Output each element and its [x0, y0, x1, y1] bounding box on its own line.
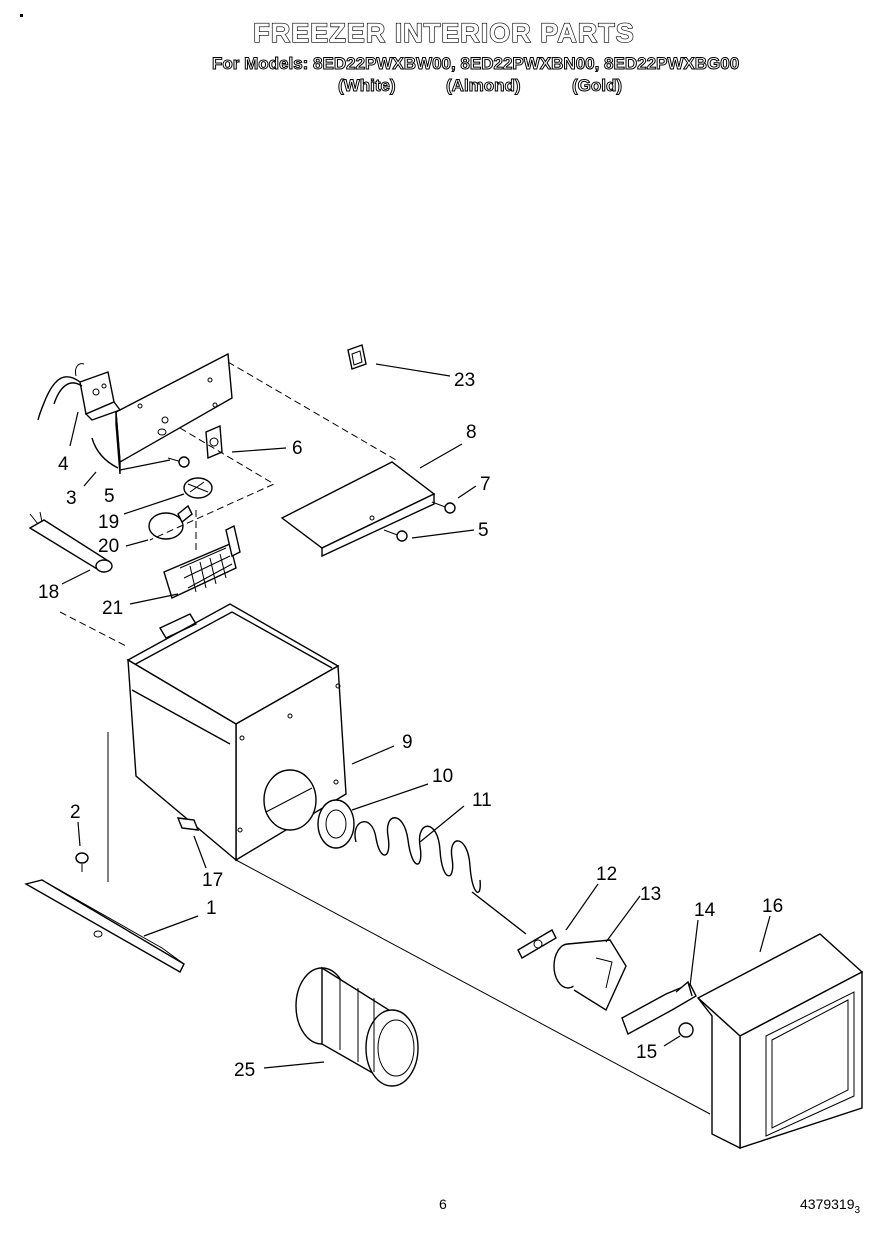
page-title: FREEZER INTERIOR PARTS [253, 17, 635, 48]
part-19-lamp-socket [183, 477, 213, 499]
part-25-drum [295, 966, 419, 1087]
callout-19: 19 [98, 512, 119, 533]
page-number: 6 [439, 1196, 447, 1212]
callout-16: 16 [762, 896, 783, 917]
part-18-sensor [28, 511, 113, 573]
leader-lines [61, 363, 771, 1069]
screw-7 [431, 501, 456, 514]
callout-4: 4 [58, 454, 69, 475]
callout-9: 9 [402, 732, 413, 753]
callout-18: 18 [38, 582, 59, 603]
part-8-cover [280, 461, 436, 558]
color-gold: (Gold) [571, 76, 623, 96]
screw-5-left [167, 456, 190, 468]
callout-11: 11 [472, 790, 492, 811]
part-13-crusher [553, 939, 627, 1012]
part-10-auger-bearing [317, 799, 355, 849]
callout-8: 8 [466, 422, 477, 443]
callout-1: 1 [206, 898, 217, 919]
callout-labels: 23 8 6 7 5 4 3 5 19 20 18 21 9 10 11 2 1… [38, 370, 783, 1081]
callout-3: 3 [66, 488, 77, 509]
screw-2 [75, 852, 89, 872]
part-20-light-bulb [148, 504, 193, 540]
part-11-auger [354, 817, 527, 935]
part-1-rail [24, 879, 185, 973]
callout-15: 15 [636, 1042, 657, 1063]
part-number-main: 4379319 [800, 1196, 855, 1212]
part-16-front-cover [696, 933, 864, 1150]
color-almond: (Almond) [446, 76, 522, 96]
callout-5-right: 5 [478, 520, 489, 541]
callout-6: 6 [292, 438, 303, 459]
part-9-ice-bucket [126, 603, 347, 862]
callout-2: 2 [70, 802, 81, 823]
callout-17: 17 [202, 870, 223, 891]
callout-14: 14 [694, 900, 716, 921]
part-15-nut [678, 1022, 694, 1038]
models-line: For Models: 8ED22PWXBW00, 8ED22PWXBN00, … [211, 54, 740, 74]
part-21-light-shield [163, 524, 241, 599]
callout-12: 12 [596, 864, 617, 885]
corner-mark [20, 14, 23, 17]
callout-10: 10 [432, 766, 453, 787]
callout-13: 13 [640, 884, 661, 905]
part-4-motor [37, 363, 122, 421]
callout-5-left: 5 [104, 486, 115, 507]
part-14-bracket [621, 980, 697, 1036]
callout-25: 25 [234, 1060, 255, 1081]
part-23-clip [347, 344, 367, 370]
part-12-blade [517, 929, 557, 959]
callout-7: 7 [480, 474, 491, 495]
color-white: (White) [338, 76, 397, 96]
callout-21: 21 [102, 598, 123, 619]
callout-23: 23 [454, 370, 475, 391]
part-number-suffix: 3 [854, 1204, 861, 1216]
part-number: 43793193 [800, 1196, 860, 1216]
screw-5-right [383, 529, 408, 542]
part-3-mounting-plate [91, 352, 233, 475]
part-6-bracket [205, 424, 223, 460]
callout-20: 20 [98, 536, 119, 557]
screw-17 [176, 817, 200, 831]
